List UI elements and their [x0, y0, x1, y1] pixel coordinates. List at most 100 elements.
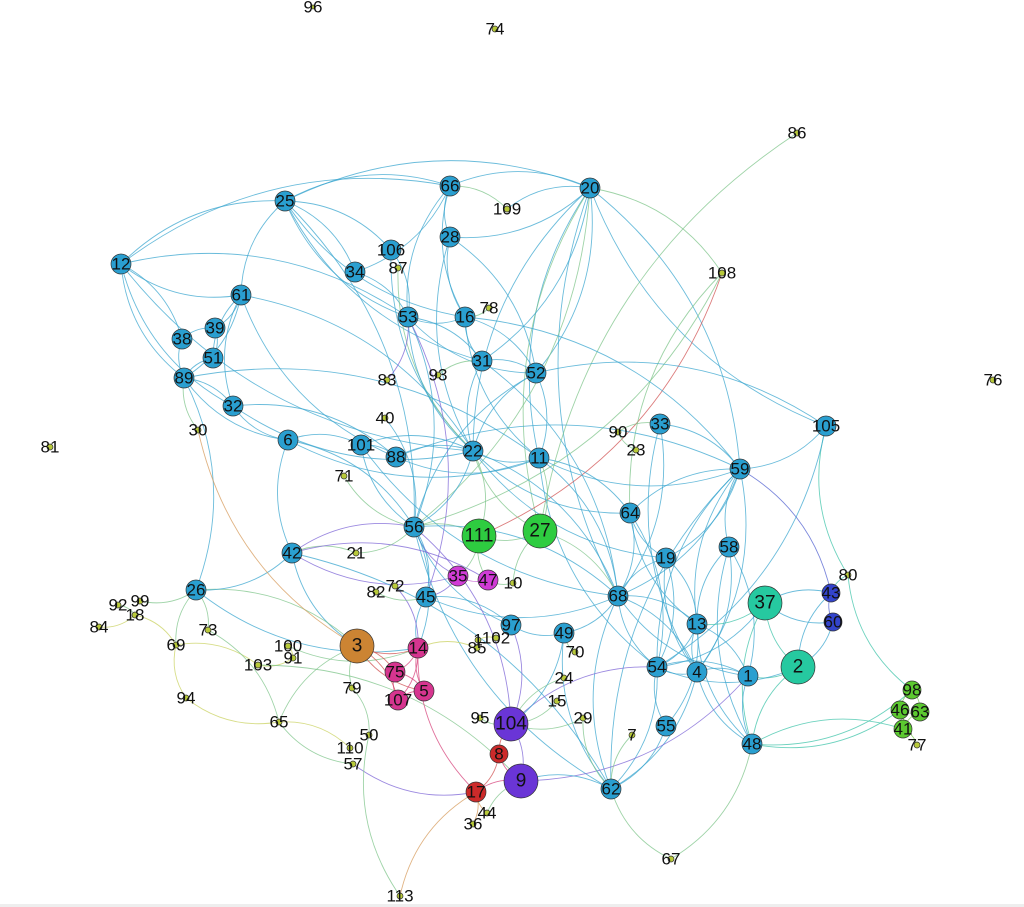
node-circle[interactable]: [434, 371, 442, 379]
node-3[interactable]: 3: [339, 628, 375, 664]
node-58[interactable]: 58: [718, 536, 740, 558]
node-circle[interactable]: [114, 601, 122, 609]
node-84[interactable]: 84: [90, 618, 109, 637]
node-54[interactable]: 54: [646, 656, 668, 678]
node-circle[interactable]: [844, 571, 852, 579]
node-45[interactable]: 45: [415, 586, 437, 608]
node-circle[interactable]: [173, 367, 195, 389]
node-circle[interactable]: [890, 700, 910, 720]
node-circle[interactable]: [607, 585, 629, 607]
node-circle[interactable]: [254, 661, 262, 669]
node-40[interactable]: 40: [376, 409, 395, 428]
node-circle[interactable]: [503, 763, 539, 799]
node-1[interactable]: 1: [473, 631, 482, 650]
node-circle[interactable]: [477, 569, 499, 591]
node-circle[interactable]: [387, 689, 409, 711]
node-circle[interactable]: [571, 648, 579, 656]
node-circle[interactable]: [185, 579, 207, 601]
node-90[interactable]: 90: [609, 423, 628, 442]
node-circle[interactable]: [821, 583, 841, 603]
node-circle[interactable]: [902, 680, 922, 700]
node-63[interactable]: 63: [911, 703, 930, 722]
node-circle[interactable]: [655, 715, 677, 737]
node-circle[interactable]: [737, 665, 759, 687]
node-100[interactable]: 100: [274, 637, 302, 656]
node-68[interactable]: 68: [607, 585, 629, 607]
node-circle[interactable]: [439, 175, 461, 197]
node-circle[interactable]: [893, 719, 913, 739]
node-circle[interactable]: [913, 741, 921, 749]
node-52[interactable]: 52: [525, 362, 547, 384]
node-circle[interactable]: [182, 694, 190, 702]
node-36[interactable]: 36: [464, 815, 483, 834]
node-circle[interactable]: [474, 636, 482, 644]
node-circle[interactable]: [384, 661, 406, 683]
node-circle[interactable]: [274, 190, 296, 212]
node-circle[interactable]: [492, 634, 500, 642]
node-circle[interactable]: [528, 447, 550, 469]
node-41[interactable]: 41: [894, 720, 913, 739]
node-circle[interactable]: [454, 306, 476, 328]
node-113[interactable]: 113: [386, 887, 413, 906]
node-62[interactable]: 62: [600, 778, 622, 800]
node-circle[interactable]: [646, 656, 668, 678]
node-110[interactable]: 110: [336, 739, 363, 758]
node-circle[interactable]: [503, 205, 511, 213]
node-circle[interactable]: [439, 226, 461, 248]
node-88[interactable]: 88: [385, 446, 407, 468]
node-94[interactable]: 94: [177, 689, 196, 708]
node-circle[interactable]: [415, 586, 437, 608]
node-circle[interactable]: [310, 4, 316, 10]
node-93[interactable]: 93: [429, 366, 448, 385]
node-circle[interactable]: [553, 697, 561, 705]
node-59[interactable]: 59: [729, 458, 751, 480]
node-circle[interactable]: [522, 513, 558, 549]
node-1[interactable]: 1: [737, 665, 759, 687]
node-circle[interactable]: [632, 446, 640, 454]
node-81[interactable]: 81: [41, 438, 60, 457]
node-65[interactable]: 65: [270, 713, 289, 732]
node-60[interactable]: 60: [824, 613, 843, 632]
node-30[interactable]: 30: [189, 421, 208, 440]
node-circle[interactable]: [171, 328, 193, 350]
node-circle[interactable]: [560, 674, 568, 682]
node-25[interactable]: 25: [274, 190, 296, 212]
node-circle[interactable]: [493, 706, 529, 742]
node-31[interactable]: 31: [471, 350, 493, 372]
node-circle[interactable]: [204, 626, 212, 634]
node-16[interactable]: 16: [454, 306, 476, 328]
node-circle[interactable]: [383, 376, 391, 384]
node-35[interactable]: 35: [447, 565, 469, 587]
node-circle[interactable]: [469, 820, 477, 828]
node-circle[interactable]: [579, 714, 587, 722]
node-circle[interactable]: [619, 502, 641, 524]
node-circle[interactable]: [222, 395, 244, 417]
node-107[interactable]: 107: [384, 689, 412, 711]
node-92[interactable]: 92: [109, 596, 128, 615]
node-47[interactable]: 47: [477, 569, 499, 591]
node-80[interactable]: 80: [839, 566, 858, 585]
node-circle[interactable]: [385, 446, 407, 468]
node-43[interactable]: 43: [822, 584, 841, 603]
node-75[interactable]: 75: [384, 661, 406, 683]
node-9[interactable]: 9: [503, 763, 539, 799]
node-circle[interactable]: [462, 440, 484, 462]
node-circle[interactable]: [815, 415, 837, 437]
node-7[interactable]: 7: [627, 726, 636, 745]
node-circle[interactable]: [628, 731, 636, 739]
node-89[interactable]: 89: [173, 367, 195, 389]
node-78[interactable]: 78: [480, 299, 499, 318]
node-circle[interactable]: [485, 304, 493, 312]
node-95[interactable]: 95: [471, 709, 490, 728]
node-18[interactable]: 18: [126, 606, 145, 625]
node-circle[interactable]: [202, 347, 224, 369]
node-circle[interactable]: [394, 264, 402, 272]
node-57[interactable]: 57: [344, 755, 363, 774]
node-circle[interactable]: [747, 585, 783, 621]
node-14[interactable]: 14: [407, 637, 429, 659]
node-11[interactable]: 11: [528, 447, 550, 469]
node-circle[interactable]: [365, 731, 373, 739]
node-38[interactable]: 38: [171, 328, 193, 350]
node-circle[interactable]: [344, 261, 366, 283]
node-70[interactable]: 70: [566, 643, 585, 662]
